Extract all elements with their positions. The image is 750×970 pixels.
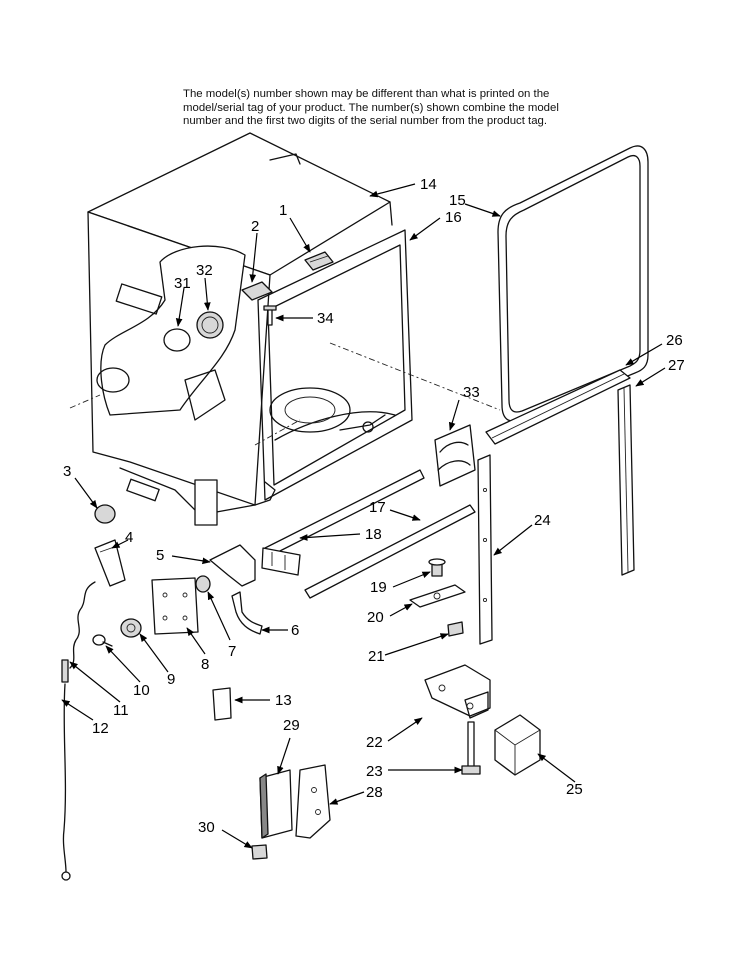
part-30-screw bbox=[251, 844, 268, 860]
callout-1: 1 bbox=[279, 202, 287, 219]
model-number-note: The model(s) number shown may be differe… bbox=[183, 88, 603, 129]
part-23-screw bbox=[461, 721, 481, 775]
part-17-rail bbox=[304, 504, 476, 599]
part-34-screw bbox=[263, 305, 277, 326]
callout-18: 18 bbox=[365, 526, 382, 543]
part-12-cable bbox=[61, 659, 71, 881]
callout-27: 27 bbox=[668, 357, 685, 374]
callout-30: 30 bbox=[198, 819, 215, 836]
part-25-bracket bbox=[494, 714, 541, 776]
callout-3: 3 bbox=[63, 463, 71, 480]
part-8-plate bbox=[151, 577, 199, 635]
dishwasher-tub bbox=[69, 132, 501, 526]
part-5-bracket bbox=[209, 544, 256, 587]
part-20-plate bbox=[409, 584, 466, 608]
part-18-rail bbox=[261, 469, 425, 576]
callout-5: 5 bbox=[156, 547, 164, 564]
callout-34: 34 bbox=[317, 310, 334, 327]
callout-26: 26 bbox=[666, 332, 683, 349]
part-13-clip bbox=[212, 687, 232, 721]
part-1-bracket bbox=[304, 251, 334, 271]
callout-9: 9 bbox=[167, 671, 175, 688]
callout-29: 29 bbox=[283, 717, 300, 734]
callout-7: 7 bbox=[228, 643, 236, 660]
callout-28: 28 bbox=[366, 784, 383, 801]
part-24-rail bbox=[477, 454, 493, 645]
note-line-3: number and the first two digits of the s… bbox=[183, 115, 548, 128]
callout-23: 23 bbox=[366, 763, 383, 780]
callout-33: 33 bbox=[463, 384, 480, 401]
callout-6: 6 bbox=[291, 622, 299, 639]
part-26-strip bbox=[485, 369, 631, 445]
callout-4: 4 bbox=[125, 529, 133, 546]
callout-15: 15 bbox=[449, 192, 466, 209]
part-19-leg bbox=[428, 558, 446, 577]
callout-24: 24 bbox=[534, 512, 551, 529]
part-29-block bbox=[259, 769, 293, 839]
callout-17: 17 bbox=[369, 499, 386, 516]
callout-32: 32 bbox=[196, 262, 213, 279]
callout-2: 2 bbox=[251, 218, 259, 235]
callout-12: 12 bbox=[92, 720, 109, 737]
note-line-2: model/serial tag of your product. The nu… bbox=[183, 101, 559, 114]
callout-25: 25 bbox=[566, 781, 583, 798]
callout-labels: 1 2 3 4 5 6 7 8 9 10 11 12 13 14 15 16 1… bbox=[63, 176, 685, 836]
callout-19: 19 bbox=[370, 579, 387, 596]
part-6-clip bbox=[231, 591, 263, 635]
part-7-washer bbox=[195, 575, 211, 593]
callout-20: 20 bbox=[367, 609, 384, 626]
part-4-bracket bbox=[94, 539, 126, 587]
part-33-bracket bbox=[434, 424, 476, 487]
part-11-spring bbox=[69, 581, 96, 669]
callout-10: 10 bbox=[133, 682, 150, 699]
callout-11: 11 bbox=[113, 702, 129, 719]
part-9-wheel bbox=[120, 618, 142, 638]
part-21-screw bbox=[447, 621, 464, 637]
callout-31: 31 bbox=[174, 275, 191, 292]
part-3-cap bbox=[94, 504, 116, 524]
callout-21: 21 bbox=[368, 648, 385, 665]
callout-14: 14 bbox=[420, 176, 437, 193]
leader-lines bbox=[61, 183, 666, 849]
callout-13: 13 bbox=[275, 692, 292, 709]
part-2-bracket bbox=[241, 281, 273, 301]
part-22-bracket bbox=[424, 664, 491, 719]
callout-16: 16 bbox=[445, 209, 462, 226]
part-10-pin bbox=[92, 634, 113, 647]
part-27-strip bbox=[617, 384, 635, 576]
callout-8: 8 bbox=[201, 656, 209, 673]
part-28-bracket bbox=[295, 764, 331, 839]
callout-22: 22 bbox=[366, 734, 383, 751]
note-line-1: The model(s) number shown may be differe… bbox=[183, 88, 550, 100]
